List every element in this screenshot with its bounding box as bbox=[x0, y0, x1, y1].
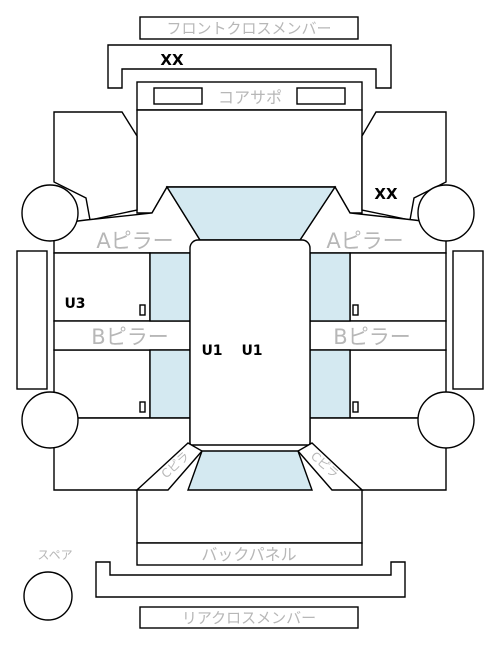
spare-tire[interactable] bbox=[23, 571, 73, 621]
wheel-rear-left[interactable] bbox=[21, 391, 79, 449]
wheel-front-left[interactable] bbox=[21, 184, 79, 242]
left-rear-window[interactable] bbox=[149, 349, 191, 419]
rear-cross-member-box[interactable] bbox=[139, 606, 359, 629]
right-rear-door-handle bbox=[352, 401, 359, 413]
right-side-sill[interactable] bbox=[452, 250, 484, 390]
left-fender[interactable] bbox=[53, 111, 138, 221]
front-cross-member-box[interactable] bbox=[139, 16, 359, 40]
right-front-door[interactable] bbox=[349, 252, 447, 322]
right-rear-window[interactable] bbox=[309, 349, 351, 419]
left-rear-door-handle bbox=[139, 401, 146, 413]
core-support-right-slot bbox=[296, 87, 346, 105]
rear-cross-member-label: リアクロスメンバー bbox=[182, 609, 316, 627]
front-member-mark: XX bbox=[160, 51, 184, 69]
a-pillar-left-label: Aピラー bbox=[96, 229, 173, 253]
roof-right-mark: U1 bbox=[241, 343, 262, 359]
core-support-left-slot bbox=[153, 87, 203, 105]
b-pillar-left[interactable] bbox=[53, 320, 191, 351]
left-front-door-handle bbox=[139, 304, 146, 316]
b-pillar-left-label: Bピラー bbox=[91, 325, 168, 349]
right-fender[interactable] bbox=[361, 111, 447, 221]
front-cross-member-label: フロントクロスメンバー bbox=[166, 20, 331, 38]
roof-left-mark: U1 bbox=[201, 343, 222, 359]
rear-bumper[interactable] bbox=[95, 561, 406, 598]
right-front-door-handle bbox=[352, 304, 359, 316]
left-side-mark: U3 bbox=[64, 296, 85, 312]
left-front-door[interactable] bbox=[53, 252, 151, 322]
b-pillar-right-label: Bピラー bbox=[333, 325, 410, 349]
back-panel[interactable] bbox=[136, 542, 363, 566]
wheel-rear-right[interactable] bbox=[417, 391, 475, 449]
core-support-label: コアサポ bbox=[218, 88, 282, 107]
right-front-window[interactable] bbox=[309, 252, 351, 322]
rear-window[interactable] bbox=[187, 450, 313, 491]
spare-tire-label: スペア bbox=[37, 548, 72, 562]
b-pillar-right[interactable] bbox=[309, 320, 447, 351]
left-front-window[interactable] bbox=[149, 252, 191, 322]
wheel-front-right[interactable] bbox=[417, 184, 475, 242]
a-pillar-right-label: Aピラー bbox=[326, 229, 403, 253]
left-side-sill[interactable] bbox=[16, 250, 48, 390]
back-panel-label: バックパネル bbox=[201, 545, 296, 564]
front-bumper[interactable] bbox=[107, 44, 392, 89]
right-fender-mark: XX bbox=[374, 185, 398, 203]
